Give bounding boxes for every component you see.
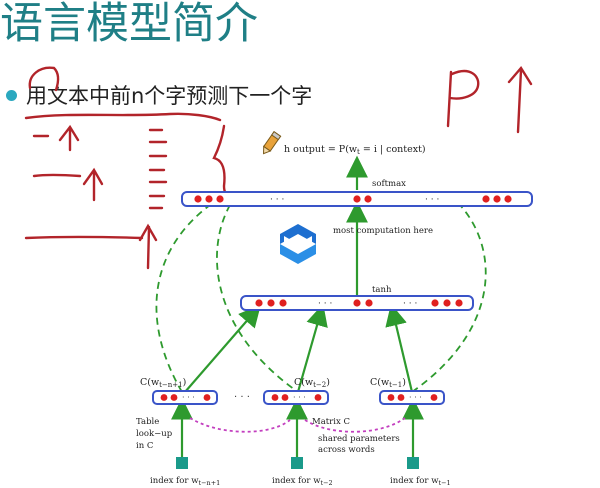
tanh-label: tanh (372, 285, 392, 295)
diagram-arrows (171, 155, 424, 458)
ink-dash-3 (24, 235, 144, 240)
index-squares (176, 457, 419, 469)
ink-paren (28, 66, 60, 92)
matrix-label: Matrix C (312, 417, 350, 427)
bullet-item: 用文本中前n个字预测下一个字 (6, 80, 312, 110)
embedding-c3: · · · (379, 390, 445, 405)
svg-text:· · ·: · · · (425, 195, 439, 205)
skip-c3-softmax (411, 204, 487, 393)
shared-params-1: shared parameters (318, 434, 400, 444)
softmax-layer: · · · · · · (181, 191, 533, 207)
ink-up-arrow (507, 65, 533, 134)
arrow-c3-tanh (385, 303, 414, 393)
svg-text:· · ·: · · · (318, 299, 332, 309)
handwritten-annotations (24, 65, 533, 270)
ink-stack (148, 128, 168, 210)
ink-arrow-3 (138, 223, 158, 270)
index-label-2: index for wt−2 (272, 476, 333, 487)
c-label-2: C(wt−2) (294, 377, 330, 389)
shared-param-arcs (189, 417, 406, 433)
bullet-dot-icon (6, 89, 17, 101)
ink-dash-2 (32, 173, 82, 178)
skip-connections (155, 204, 487, 393)
ink-arrow-1 (58, 124, 80, 152)
pencil-icon[interactable] (258, 130, 284, 156)
slide-title: 语言模型简介 (0, 0, 258, 49)
output-label: h output = P(wt= i | context) (284, 144, 426, 156)
index-label-1: index for wt−n+1 (150, 476, 220, 487)
c-label-1: C(wt−n+1) (140, 377, 186, 389)
svg-text:· · ·: · · · (293, 393, 306, 402)
svg-text:· · ·: · · · (403, 299, 417, 309)
c-label-3: C(wt−1) (370, 377, 406, 389)
table-lookup-1: Table (136, 417, 159, 427)
logo-icon (280, 224, 316, 264)
between-dots: · · · (234, 392, 250, 403)
ink-underline (24, 112, 222, 122)
ink-p (446, 69, 480, 128)
arrow-c2-tanh (296, 303, 328, 393)
arrow-c1-tanh (184, 304, 261, 393)
shared-params-2: across words (318, 445, 375, 455)
skip-c2-softmax (216, 204, 299, 393)
embedding-c2: · · · (263, 390, 329, 405)
svg-text:· · ·: · · · (182, 393, 195, 402)
tanh-layer: · · · · · · (240, 295, 474, 311)
index-label-3: index for wt−1 (390, 476, 451, 487)
table-lookup-2: look−up (136, 429, 173, 439)
ink-arrow-2 (82, 167, 104, 202)
table-lookup-3: in C (136, 441, 153, 451)
softmax-label: softmax (372, 179, 406, 189)
svg-text:· · ·: · · · (270, 195, 284, 205)
skip-c1-softmax (155, 204, 211, 393)
svg-text:· · ·: · · · (409, 393, 422, 402)
ink-brace (212, 124, 234, 196)
embedding-c1: · · · (152, 390, 218, 405)
bullet-text: 用文本中前n个字预测下一个字 (26, 84, 313, 108)
computation-label: most computation here (333, 226, 433, 236)
